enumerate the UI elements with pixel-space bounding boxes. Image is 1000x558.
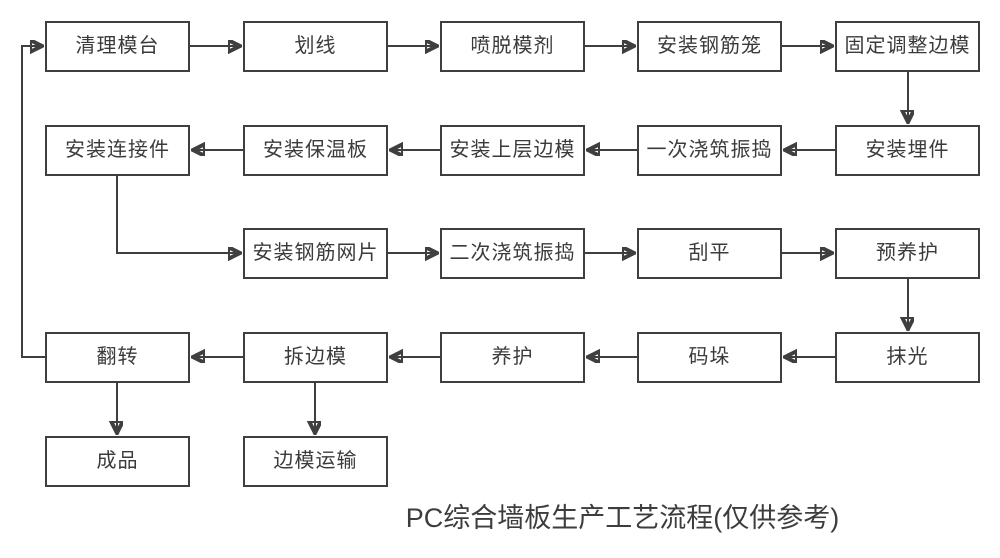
flow-node-trowel-polish: 抹光 [835, 332, 980, 383]
flow-node-flip: 翻转 [45, 332, 190, 383]
flow-node-stacking: 码垛 [637, 332, 782, 383]
flow-node-install-embedded-parts: 安装埋件 [835, 125, 980, 176]
flow-node-install-rebar-mesh: 安装钢筋网片 [243, 228, 388, 279]
edge-flip-loop-to-clean-mold-table [21, 46, 45, 358]
flow-node-clean-mold-table: 清理模台 [45, 21, 190, 72]
edge-install-connectors-to-install-rebar-mesh [116, 176, 240, 253]
flow-node-second-pour-vibrate: 二次浇筑振捣 [440, 228, 585, 279]
flow-node-first-pour-vibrate: 一次浇筑振捣 [637, 125, 782, 176]
flow-node-screed-level: 刮平 [637, 228, 782, 279]
diagram-title: PC综合墙板生产工艺流程(仅供参考) [405, 503, 840, 533]
flow-node-install-rebar-cage: 安装钢筋笼 [637, 21, 782, 72]
flow-node-install-connectors: 安装连接件 [45, 125, 190, 176]
flow-node-scribing: 划线 [243, 21, 388, 72]
flow-node-spray-release-agent: 喷脱模剂 [440, 21, 585, 72]
flow-node-fix-adjust-side-mold: 固定调整边模 [835, 21, 980, 72]
flow-node-finished-product: 成品 [45, 436, 190, 487]
flow-node-side-mold-transport: 边模运输 [243, 436, 388, 487]
flow-node-remove-side-mold: 拆边模 [243, 332, 388, 383]
flow-node-pre-curing: 预养护 [835, 228, 980, 279]
flow-node-install-insulation-board: 安装保温板 [243, 125, 388, 176]
flow-node-install-upper-side-mold: 安装上层边模 [440, 125, 585, 176]
flow-node-curing: 养护 [440, 332, 585, 383]
